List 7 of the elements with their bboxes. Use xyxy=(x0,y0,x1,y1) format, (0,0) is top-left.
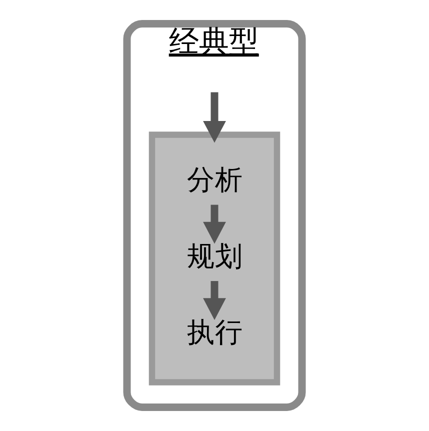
node-text: 分析 xyxy=(187,164,243,196)
arrow xyxy=(203,281,226,320)
node-text: 规划 xyxy=(187,240,243,272)
cluster xyxy=(148,132,280,386)
arrow xyxy=(203,204,226,244)
arrow xyxy=(203,92,226,143)
node-text: 执行 xyxy=(187,316,243,349)
